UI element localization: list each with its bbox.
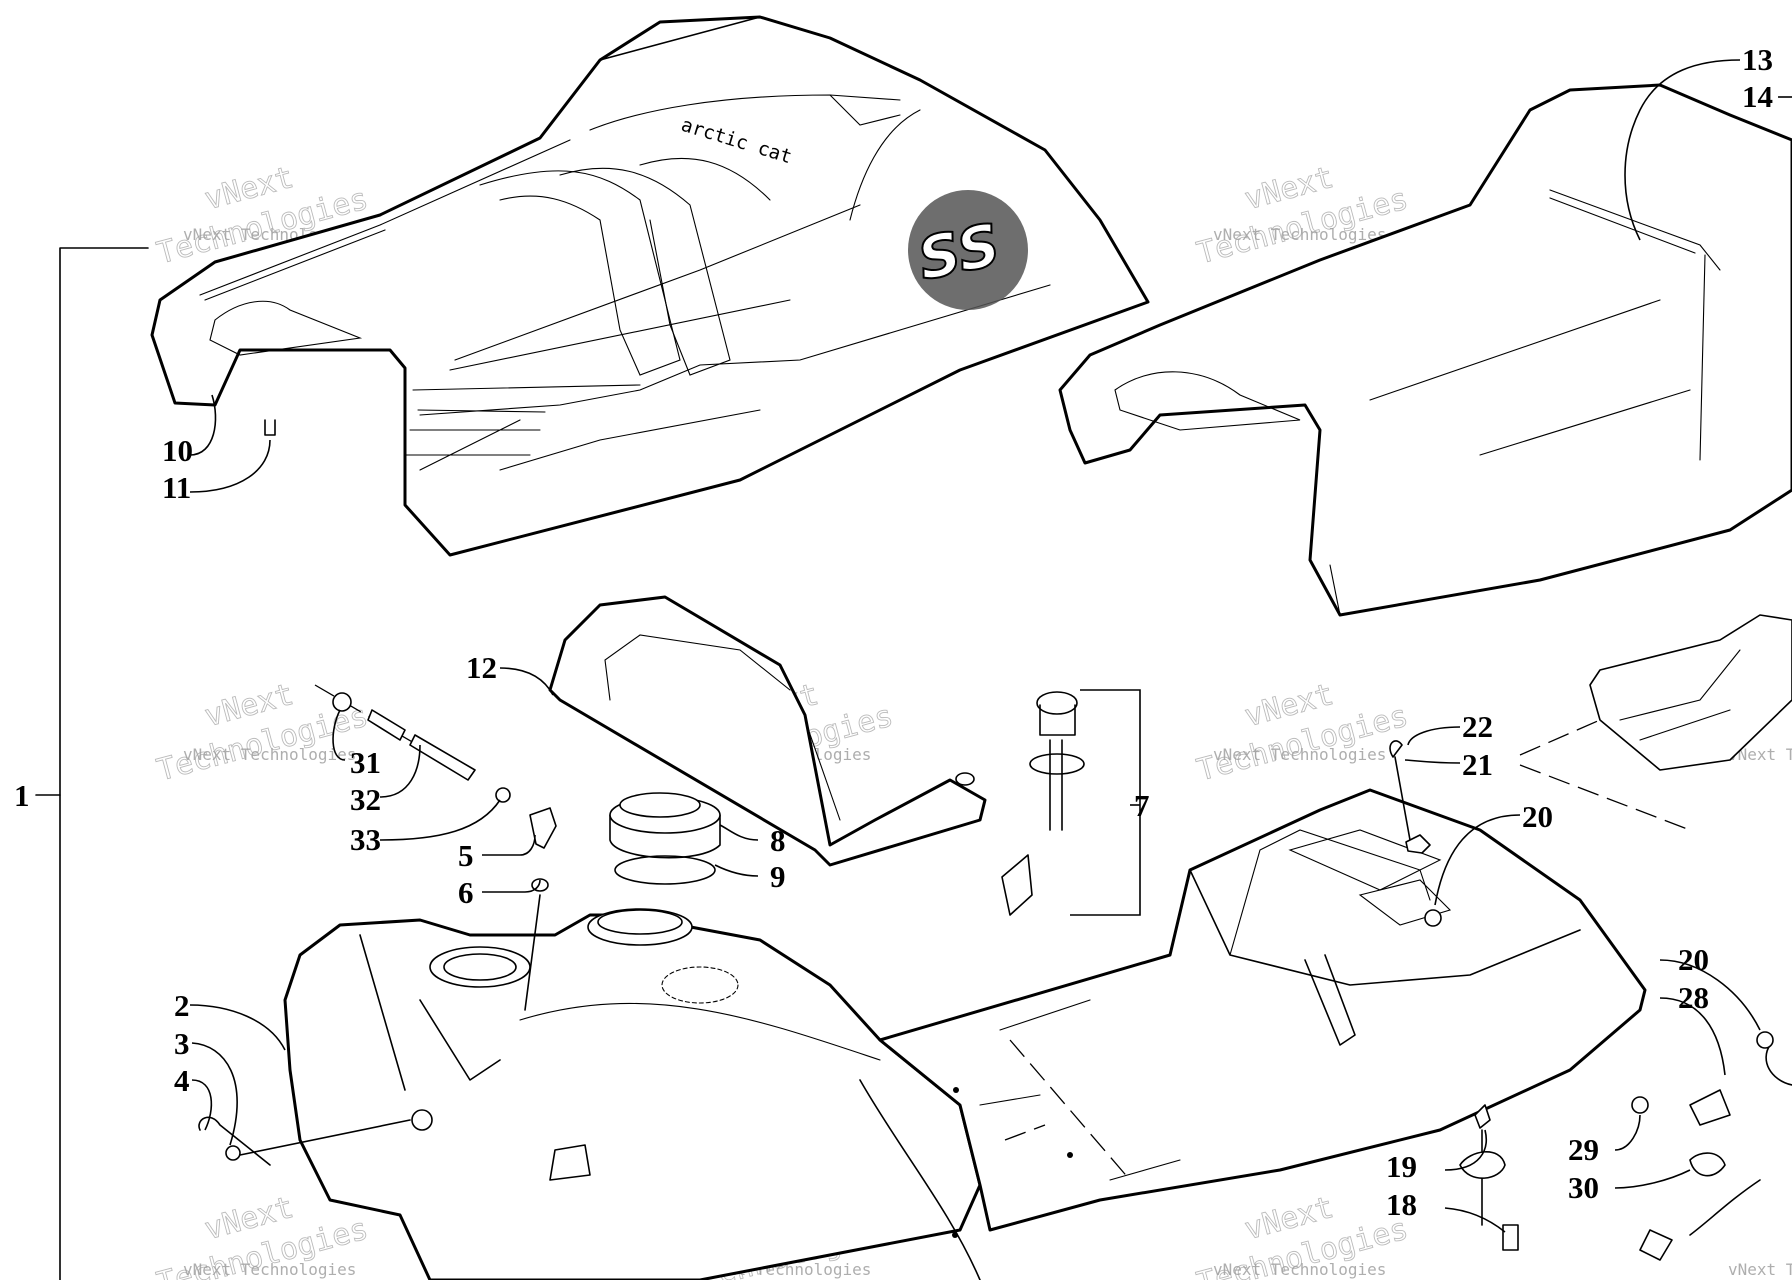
fuel-sender	[1001, 689, 1141, 916]
filler-cap	[609, 792, 721, 885]
callouts: 1 2 3 4 5 6 7 8 9 10 11 12 13 14 18 19 2…	[14, 42, 1773, 1222]
mounting-hardware	[1389, 740, 1774, 1251]
callout-8: 8	[770, 823, 786, 858]
callout-14: 14	[1742, 79, 1773, 114]
watermark-text: vNext Technologies	[1213, 745, 1386, 764]
callout-1: 1	[14, 778, 30, 813]
callout-32: 32	[350, 782, 381, 817]
seat-right	[1058, 83, 1792, 617]
tail-light	[1519, 614, 1792, 1261]
callout-6: 6	[458, 875, 474, 910]
callout-20-right: 20	[1678, 942, 1709, 977]
callout-31: 31	[350, 745, 381, 780]
watermark-text: vNext Technologies	[1728, 1260, 1792, 1279]
callout-30: 30	[1568, 1170, 1599, 1205]
watermark: vNext Technologies	[1193, 677, 1412, 789]
watermark-text: vNext Technologies	[183, 745, 356, 764]
callout-29: 29	[1568, 1132, 1599, 1167]
callout-13: 13	[1742, 42, 1773, 77]
callout-11: 11	[162, 470, 191, 505]
callout-4: 4	[174, 1063, 190, 1098]
callout-3: 3	[174, 1026, 190, 1061]
vent-hose-parts	[314, 684, 557, 1011]
callout-12: 12	[466, 650, 497, 685]
fastener-parts	[198, 1116, 411, 1166]
callout-7: 7	[1134, 788, 1150, 823]
callout-28: 28	[1678, 980, 1709, 1015]
callout-20: 20	[1522, 799, 1553, 834]
seat-left: SS arctic cat	[150, 15, 1150, 557]
watermark-text: vNext Technologies	[1728, 745, 1792, 764]
strap-part-20	[1304, 954, 1356, 1046]
watermark-text: vNext Technologies	[183, 1260, 356, 1279]
callout-5: 5	[458, 838, 474, 873]
chassis	[878, 788, 1647, 1238]
seat-insert	[548, 595, 987, 867]
callout-9: 9	[770, 859, 786, 894]
callout-22: 22	[1462, 709, 1493, 744]
clip-part-11	[264, 419, 276, 436]
callout-2: 2	[174, 988, 190, 1023]
watermark: vNext Technologies	[153, 677, 372, 789]
callout-10: 10	[162, 433, 193, 468]
watermark-text: vNext Technologies	[1213, 225, 1386, 244]
ss-badge-circle	[908, 190, 1028, 310]
fuel-tank	[283, 908, 982, 1280]
callout-19: 19	[1386, 1149, 1417, 1184]
leader-lines	[189, 59, 1792, 1233]
callout-21: 21	[1462, 747, 1493, 782]
assembly-bracket	[35, 247, 149, 1280]
ss-badge-text: SS	[912, 210, 1006, 293]
watermark-text: vNext Technologies	[1213, 1260, 1386, 1279]
callout-33: 33	[350, 822, 381, 857]
callout-18: 18	[1386, 1187, 1417, 1222]
